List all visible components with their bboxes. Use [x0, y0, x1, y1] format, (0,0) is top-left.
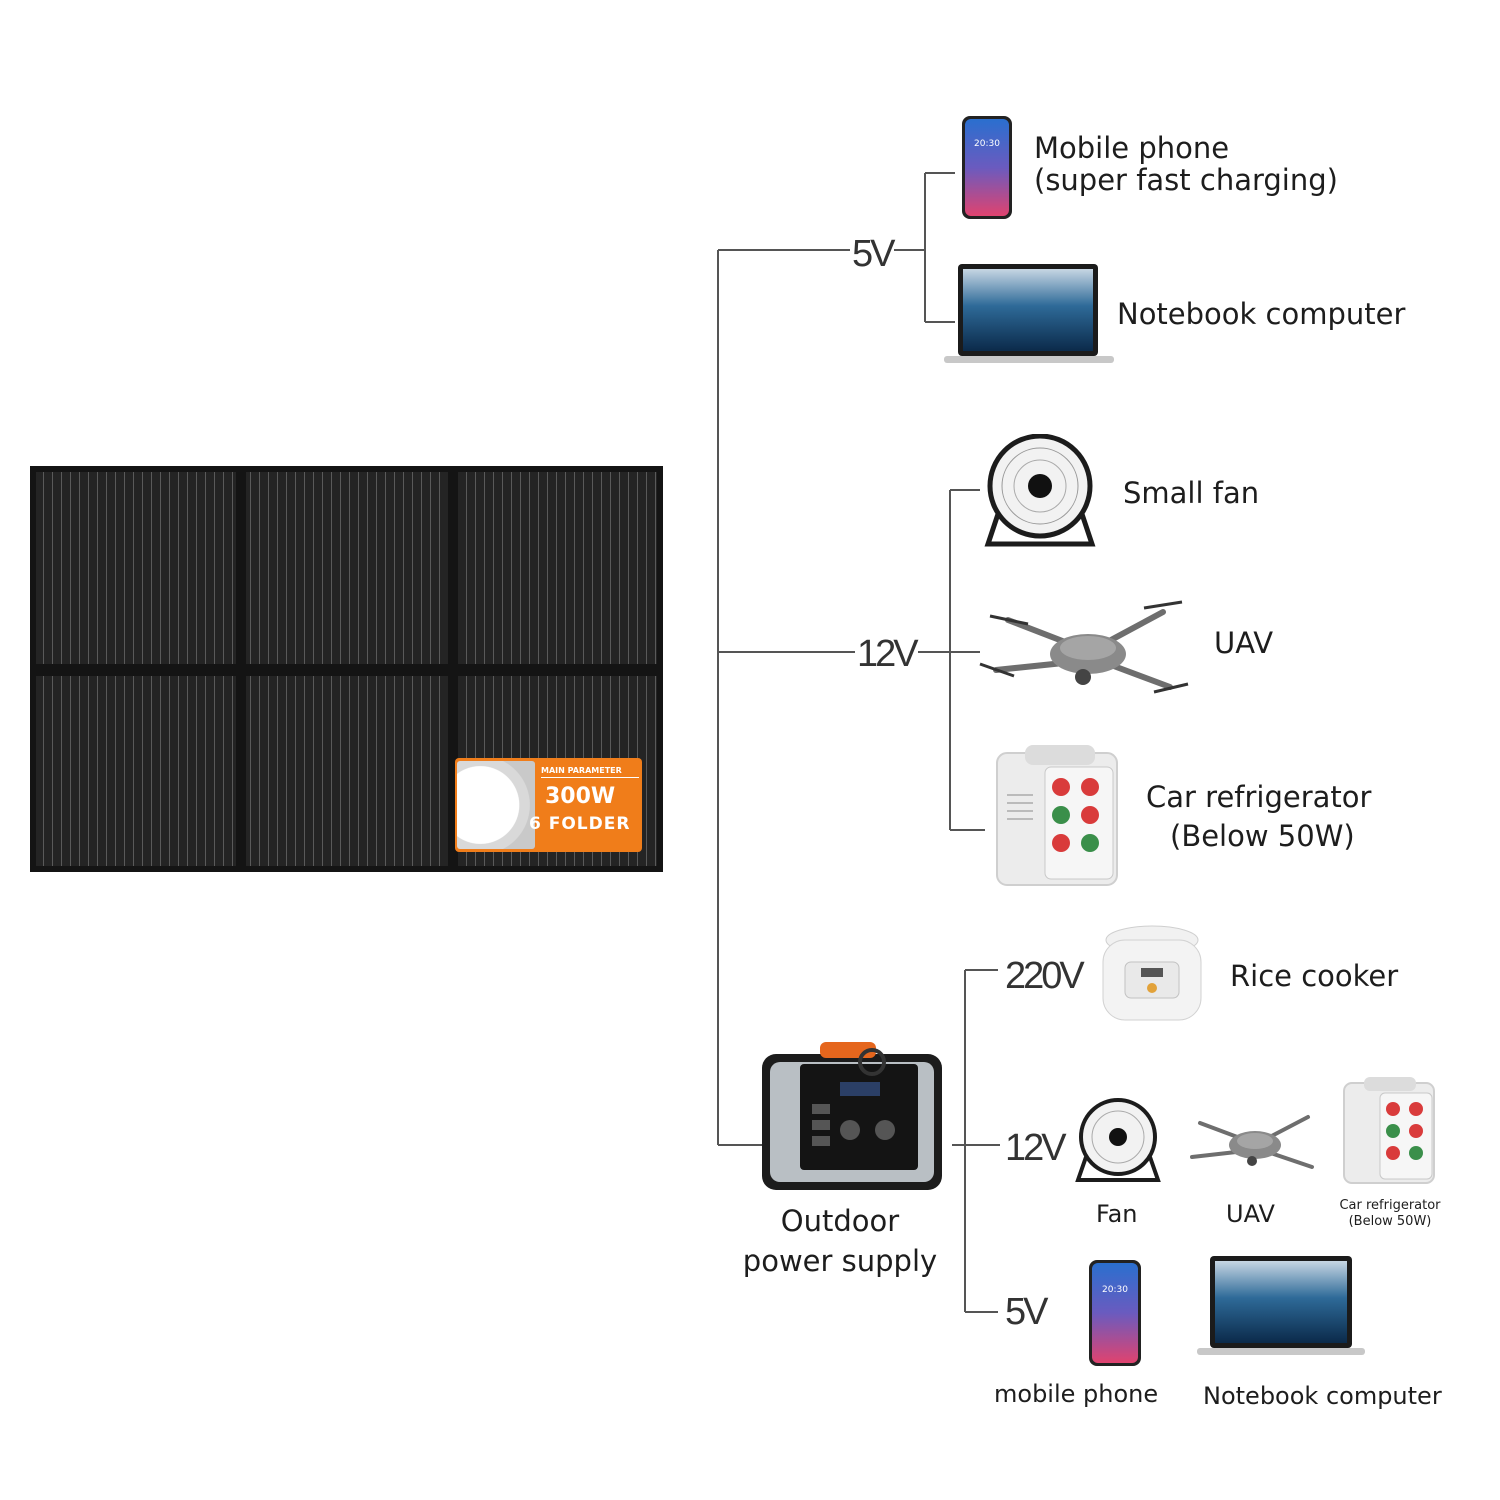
- ps-fan-label: Fan: [1096, 1200, 1138, 1228]
- svg-text:20:30: 20:30: [1102, 1285, 1128, 1295]
- ps-voltage-5v-label: 5V: [1003, 1291, 1049, 1333]
- uav-label: UAV: [1214, 626, 1274, 660]
- solar-panel: MAIN PARAMETER 300W 6 FOLDER: [30, 466, 663, 872]
- ps-laptop-icon: [1197, 1256, 1365, 1356]
- svg-text:20:30: 20:30: [974, 139, 1000, 149]
- phone-label-line1: Mobile phone: [1034, 131, 1230, 165]
- power-station-icon: [760, 1040, 945, 1192]
- solar-panel-image: [30, 466, 663, 872]
- badge-header: MAIN PARAMETER: [541, 766, 639, 778]
- voltage-12v-label: 12V: [855, 633, 919, 675]
- rice-cooker-icon: [1097, 922, 1207, 1028]
- voltage-5v-label: 5V: [850, 233, 896, 275]
- ps-drone-icon: [1180, 1103, 1328, 1183]
- ps-fridge-label-line2: (Below 50W): [1348, 1214, 1432, 1229]
- ps-phone-label: mobile phone: [994, 1380, 1159, 1408]
- ps-uav-label: UAV: [1226, 1200, 1275, 1228]
- parameter-badge: MAIN PARAMETER 300W 6 FOLDER: [455, 758, 642, 852]
- small-fan-label: Small fan: [1123, 476, 1260, 510]
- voltage-220v-label: 220V: [1003, 955, 1085, 997]
- fridge-label-line1: Car refrigerator: [1146, 780, 1372, 814]
- badge-photo: [457, 761, 535, 849]
- ps-voltage-12v-label: 12V: [1003, 1127, 1067, 1169]
- ps-notebook-label: Notebook computer: [1203, 1382, 1442, 1410]
- fan-icon: [980, 433, 1102, 548]
- fridge-label-line2: (Below 50W): [1170, 819, 1355, 853]
- ps-fridge-icon: [1342, 1077, 1437, 1185]
- rice-cooker-label: Rice cooker: [1230, 959, 1399, 993]
- ps-fridge-label-line1: Car refrigerator: [1339, 1198, 1441, 1213]
- drone-icon: [978, 592, 1194, 710]
- badge-power: 300W: [545, 784, 616, 809]
- phone-label-line2: (super fast charging): [1034, 163, 1338, 197]
- ps-fan-icon: [1072, 1097, 1164, 1183]
- phone-icon: 20:30: [962, 116, 1012, 219]
- badge-folds: 6 FOLDER: [529, 814, 631, 834]
- laptop-icon: [944, 264, 1114, 364]
- notebook-label: Notebook computer: [1117, 297, 1406, 331]
- power-supply-label-line1: Outdoor: [780, 1204, 900, 1238]
- fridge-icon: [995, 745, 1120, 887]
- ps-phone-icon: 20:30: [1089, 1260, 1141, 1366]
- power-supply-label-line2: power supply: [742, 1244, 938, 1278]
